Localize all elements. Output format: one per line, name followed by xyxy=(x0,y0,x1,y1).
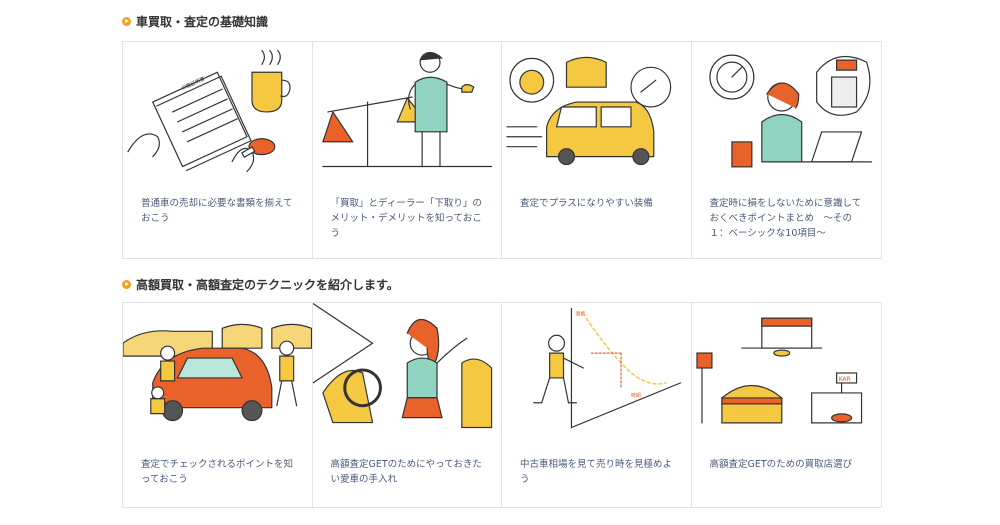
section-title-techniques: 高額買取・高額査定のテクニックを紹介します。 xyxy=(122,276,399,293)
article-caption: 普通車の売却に必要な書類を揃えておこう xyxy=(141,198,293,224)
article-caption: 査定でプラスになりやすい装備 xyxy=(520,198,653,209)
article-caption: 高額査定GETのためにやっておきたい愛車の手入れ xyxy=(330,459,482,485)
section-title-basics: 車買取・査定の基礎知識 xyxy=(122,13,268,30)
scale-balance-illustration xyxy=(313,42,502,172)
documents-stamp-illustration: 印鑑証明書 xyxy=(123,42,312,172)
article-caption: 中古車相場を見て売り時を見極めよう xyxy=(520,459,673,485)
arrow-bullet-icon xyxy=(122,280,131,289)
article-card-shop-selection[interactable]: KAR 高額査定GETのための買取店選び xyxy=(692,303,882,507)
arrow-bullet-icon xyxy=(122,17,131,26)
article-card-market-price[interactable]: 価格 時期 中古車相場を見て売り時を見極めよう xyxy=(502,303,692,507)
car-equipment-illustration xyxy=(502,42,691,172)
car-shops-illustration: KAR xyxy=(692,303,882,433)
article-caption: 査定でチェックされるポイントを知っておこう xyxy=(141,459,294,485)
section-title-text: 高額買取・高額査定のテクニックを紹介します。 xyxy=(136,278,399,292)
article-card-inspection-points[interactable]: 査定でチェックされるポイントを知っておこう xyxy=(123,303,313,507)
article-card-equipment[interactable]: 査定でプラスになりやすい装備 xyxy=(502,42,692,258)
article-card-documents[interactable]: 印鑑証明書 普通車の売却に必要な書類を揃えておこう xyxy=(123,42,313,258)
article-caption: 査定時に損をしないために意識しておくべきポイントまとめ ～その１：ベーシックな1… xyxy=(709,198,862,239)
market-chart-illustration: 価格 時期 xyxy=(502,303,691,433)
section-title-text: 車買取・査定の基礎知識 xyxy=(136,15,269,29)
chart-axis-label: 価格 xyxy=(575,310,585,317)
article-card-points[interactable]: 査定時に損をしないために意識しておくべきポイントまとめ ～その１：ベーシックな1… xyxy=(692,42,882,258)
article-grid-basics: 印鑑証明書 普通車の売却に必要な書類を揃えておこう xyxy=(122,41,882,259)
article-card-buy-vs-tradein[interactable]: 「買取」とディーラー「下取り」のメリット・デメリットを知っておこう xyxy=(313,42,502,258)
article-card-car-care[interactable]: 高額査定GETのためにやっておきたい愛車の手入れ xyxy=(312,303,502,507)
chart-axis-label: 時期 xyxy=(631,393,641,399)
car-cleaning-illustration xyxy=(312,303,502,433)
calculator-woman-illustration xyxy=(692,42,882,172)
article-grid-techniques: 査定でチェックされるポイントを知っておこう 高額査定GETのためにやっておきたい… xyxy=(122,302,882,508)
car-inspection-illustration xyxy=(123,303,312,433)
article-caption: 「買取」とディーラー「下取り」のメリット・デメリットを知っておこう xyxy=(330,198,482,239)
article-caption: 高額査定GETのための買取店選び xyxy=(709,459,853,470)
shop-sign: KAR xyxy=(838,376,850,383)
